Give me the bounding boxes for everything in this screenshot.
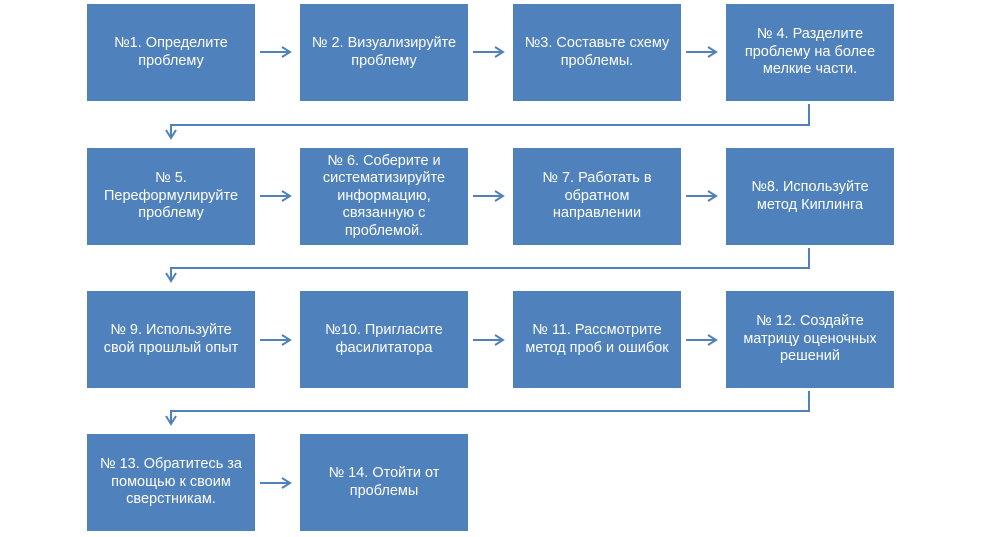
step-label-4: № 4. Разделите проблему на более мелкие … — [744, 26, 876, 78]
step-label-14: № 14. Отойти от проблемы — [328, 465, 440, 499]
step-label-7: № 7. Работать в обратном направлении — [542, 170, 652, 222]
step-box-12: № 12. Создайте матрицу оценочных решений — [726, 291, 894, 388]
step-box-13: № 13. Обратитесь за помощью к своим свер… — [87, 434, 255, 531]
step-label-8: №8. Используйте метод Киплинга — [751, 179, 869, 213]
arrow-8-to-9 — [165, 248, 810, 283]
step-box-3: №3. Составьте схему проблемы. — [513, 4, 681, 101]
step-label-5: № 5. Переформулируйте проблему — [103, 170, 239, 222]
step-box-5: № 5. Переформулируйте проблему — [87, 148, 255, 245]
step-box-9: № 9. Используйте свой прошлый опыт — [87, 291, 255, 388]
step-label-1: №1. Определите проблему — [114, 35, 228, 69]
step-label-12: № 12. Создайте матрицу оценочных решений — [743, 313, 877, 365]
step-box-10: №10. Пригласите фасилитатора — [300, 291, 468, 388]
step-box-7: № 7. Работать в обратном направлении — [513, 148, 681, 245]
step-box-11: № 11. Рассмотрите метод проб и ошибок — [513, 291, 681, 388]
step-box-6: № 6. Соберите и систематизируйте информа… — [300, 148, 468, 245]
step-label-2: № 2. Визуализируйте проблему — [311, 35, 457, 69]
step-label-10: №10. Пригласите фасилитатора — [325, 322, 443, 356]
step-label-3: №3. Составьте схему проблемы. — [524, 35, 670, 69]
arrow-4-to-5 — [165, 104, 810, 140]
step-box-4: № 4. Разделите проблему на более мелкие … — [726, 4, 894, 101]
step-label-11: № 11. Рассмотрите метод проб и ошибок — [525, 322, 669, 356]
step-box-2: № 2. Визуализируйте проблему — [300, 4, 468, 101]
step-box-1: №1. Определите проблему — [87, 4, 255, 101]
step-label-9: № 9. Используйте свой прошлый опыт — [103, 322, 239, 356]
step-box-8: №8. Используйте метод Киплинга — [726, 148, 894, 245]
step-label-13: № 13. Обратитесь за помощью к своим свер… — [100, 456, 242, 508]
step-label-6: № 6. Соберите и систематизируйте информа… — [322, 152, 446, 239]
step-box-14: № 14. Отойти от проблемы — [300, 434, 468, 531]
arrow-12-to-13 — [165, 391, 810, 426]
